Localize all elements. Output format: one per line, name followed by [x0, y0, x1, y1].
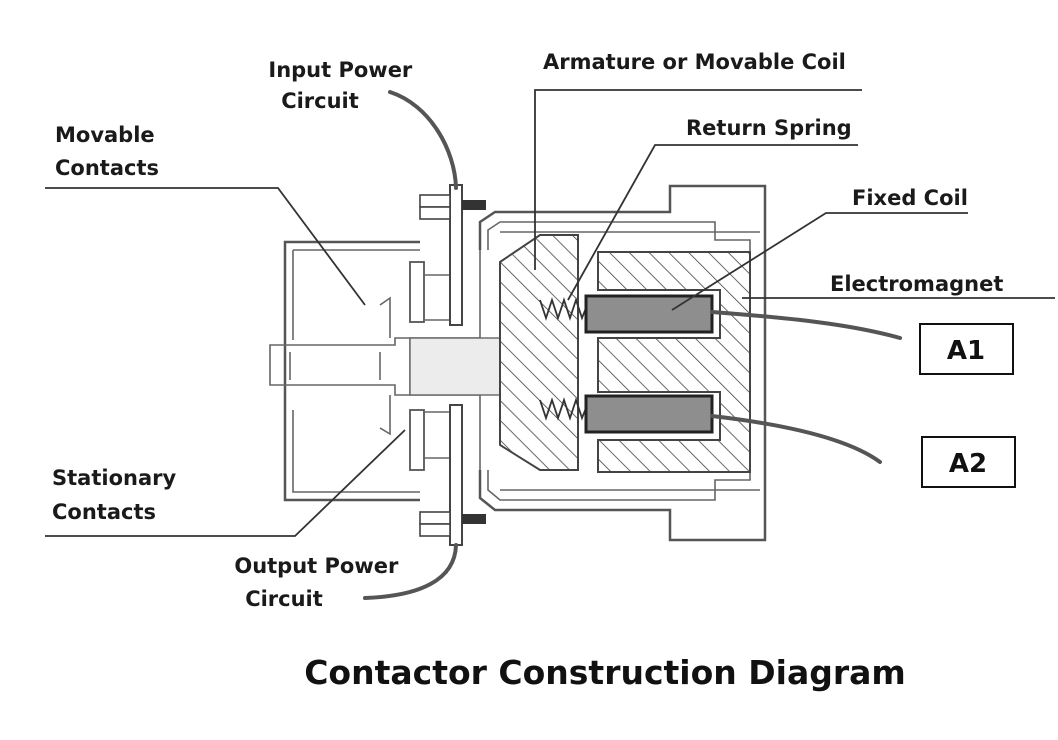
label-stationary-contacts: Stationary Contacts: [52, 466, 183, 524]
terminal-a2: A2: [921, 436, 1016, 488]
return-spring: [539, 297, 587, 421]
electromagnet-core: [597, 251, 751, 473]
diagram-title: Contactor Construction Diagram: [304, 653, 906, 692]
input-wire: [388, 90, 458, 190]
label-electromagnet: Electromagnet: [830, 272, 1003, 296]
plunger-shaft: [269, 250, 501, 470]
label-armature: Armature or Movable Coil: [543, 50, 846, 74]
svg-text:A2: A2: [949, 449, 987, 479]
label-output-power-circuit: Output Power Circuit: [234, 554, 405, 611]
coil-wire-a1: [710, 310, 902, 340]
fixed-coil-lower: [584, 394, 714, 434]
terminal-a1: A1: [919, 323, 1014, 375]
coil-wire-a2: [710, 414, 882, 464]
svg-text:A1: A1: [947, 336, 985, 366]
leader-lines: [45, 89, 1055, 537]
label-fixed-coil: Fixed Coil: [852, 186, 968, 210]
output-wire: [363, 543, 458, 600]
label-input-power-circuit: Input Power Circuit: [268, 58, 419, 113]
stationary-contacts: [419, 184, 486, 546]
fixed-coil-upper: [584, 294, 714, 334]
armature: [499, 234, 579, 471]
label-return-spring: Return Spring: [686, 116, 852, 140]
movable-contacts: [379, 261, 451, 471]
label-movable-contacts: Movable Contacts: [55, 123, 162, 180]
